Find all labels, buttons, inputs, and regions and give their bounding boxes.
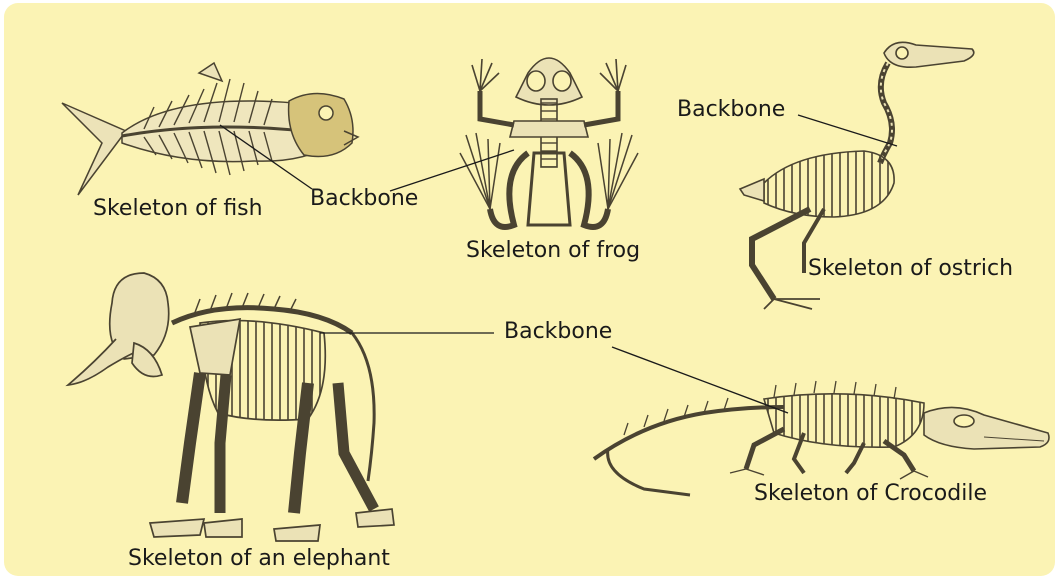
ostrich-label: Skeleton of ostrich <box>808 258 1013 280</box>
crocodile-skeleton <box>594 381 1049 495</box>
crocodile-label: Skeleton of Crocodile <box>754 483 987 505</box>
elephant-skeleton <box>68 273 394 541</box>
fish-label: Skeleton of fish <box>93 198 263 220</box>
backbone-label-elephant-crocodile: Backbone <box>504 321 612 343</box>
leader-line-ostrich <box>798 115 897 146</box>
elephant-label: Skeleton of an elephant <box>128 548 390 570</box>
fish-skeleton <box>62 63 358 195</box>
backbone-label-fish-frog: Backbone <box>310 188 418 210</box>
frog-skeleton <box>460 58 638 227</box>
frog-label: Skeleton of frog <box>466 240 640 262</box>
leader-line-crocodile <box>612 347 788 413</box>
backbone-label-ostrich: Backbone <box>677 99 785 121</box>
diagram-panel: Skeleton of fish Backbone Skeleton of fr… <box>4 3 1055 576</box>
